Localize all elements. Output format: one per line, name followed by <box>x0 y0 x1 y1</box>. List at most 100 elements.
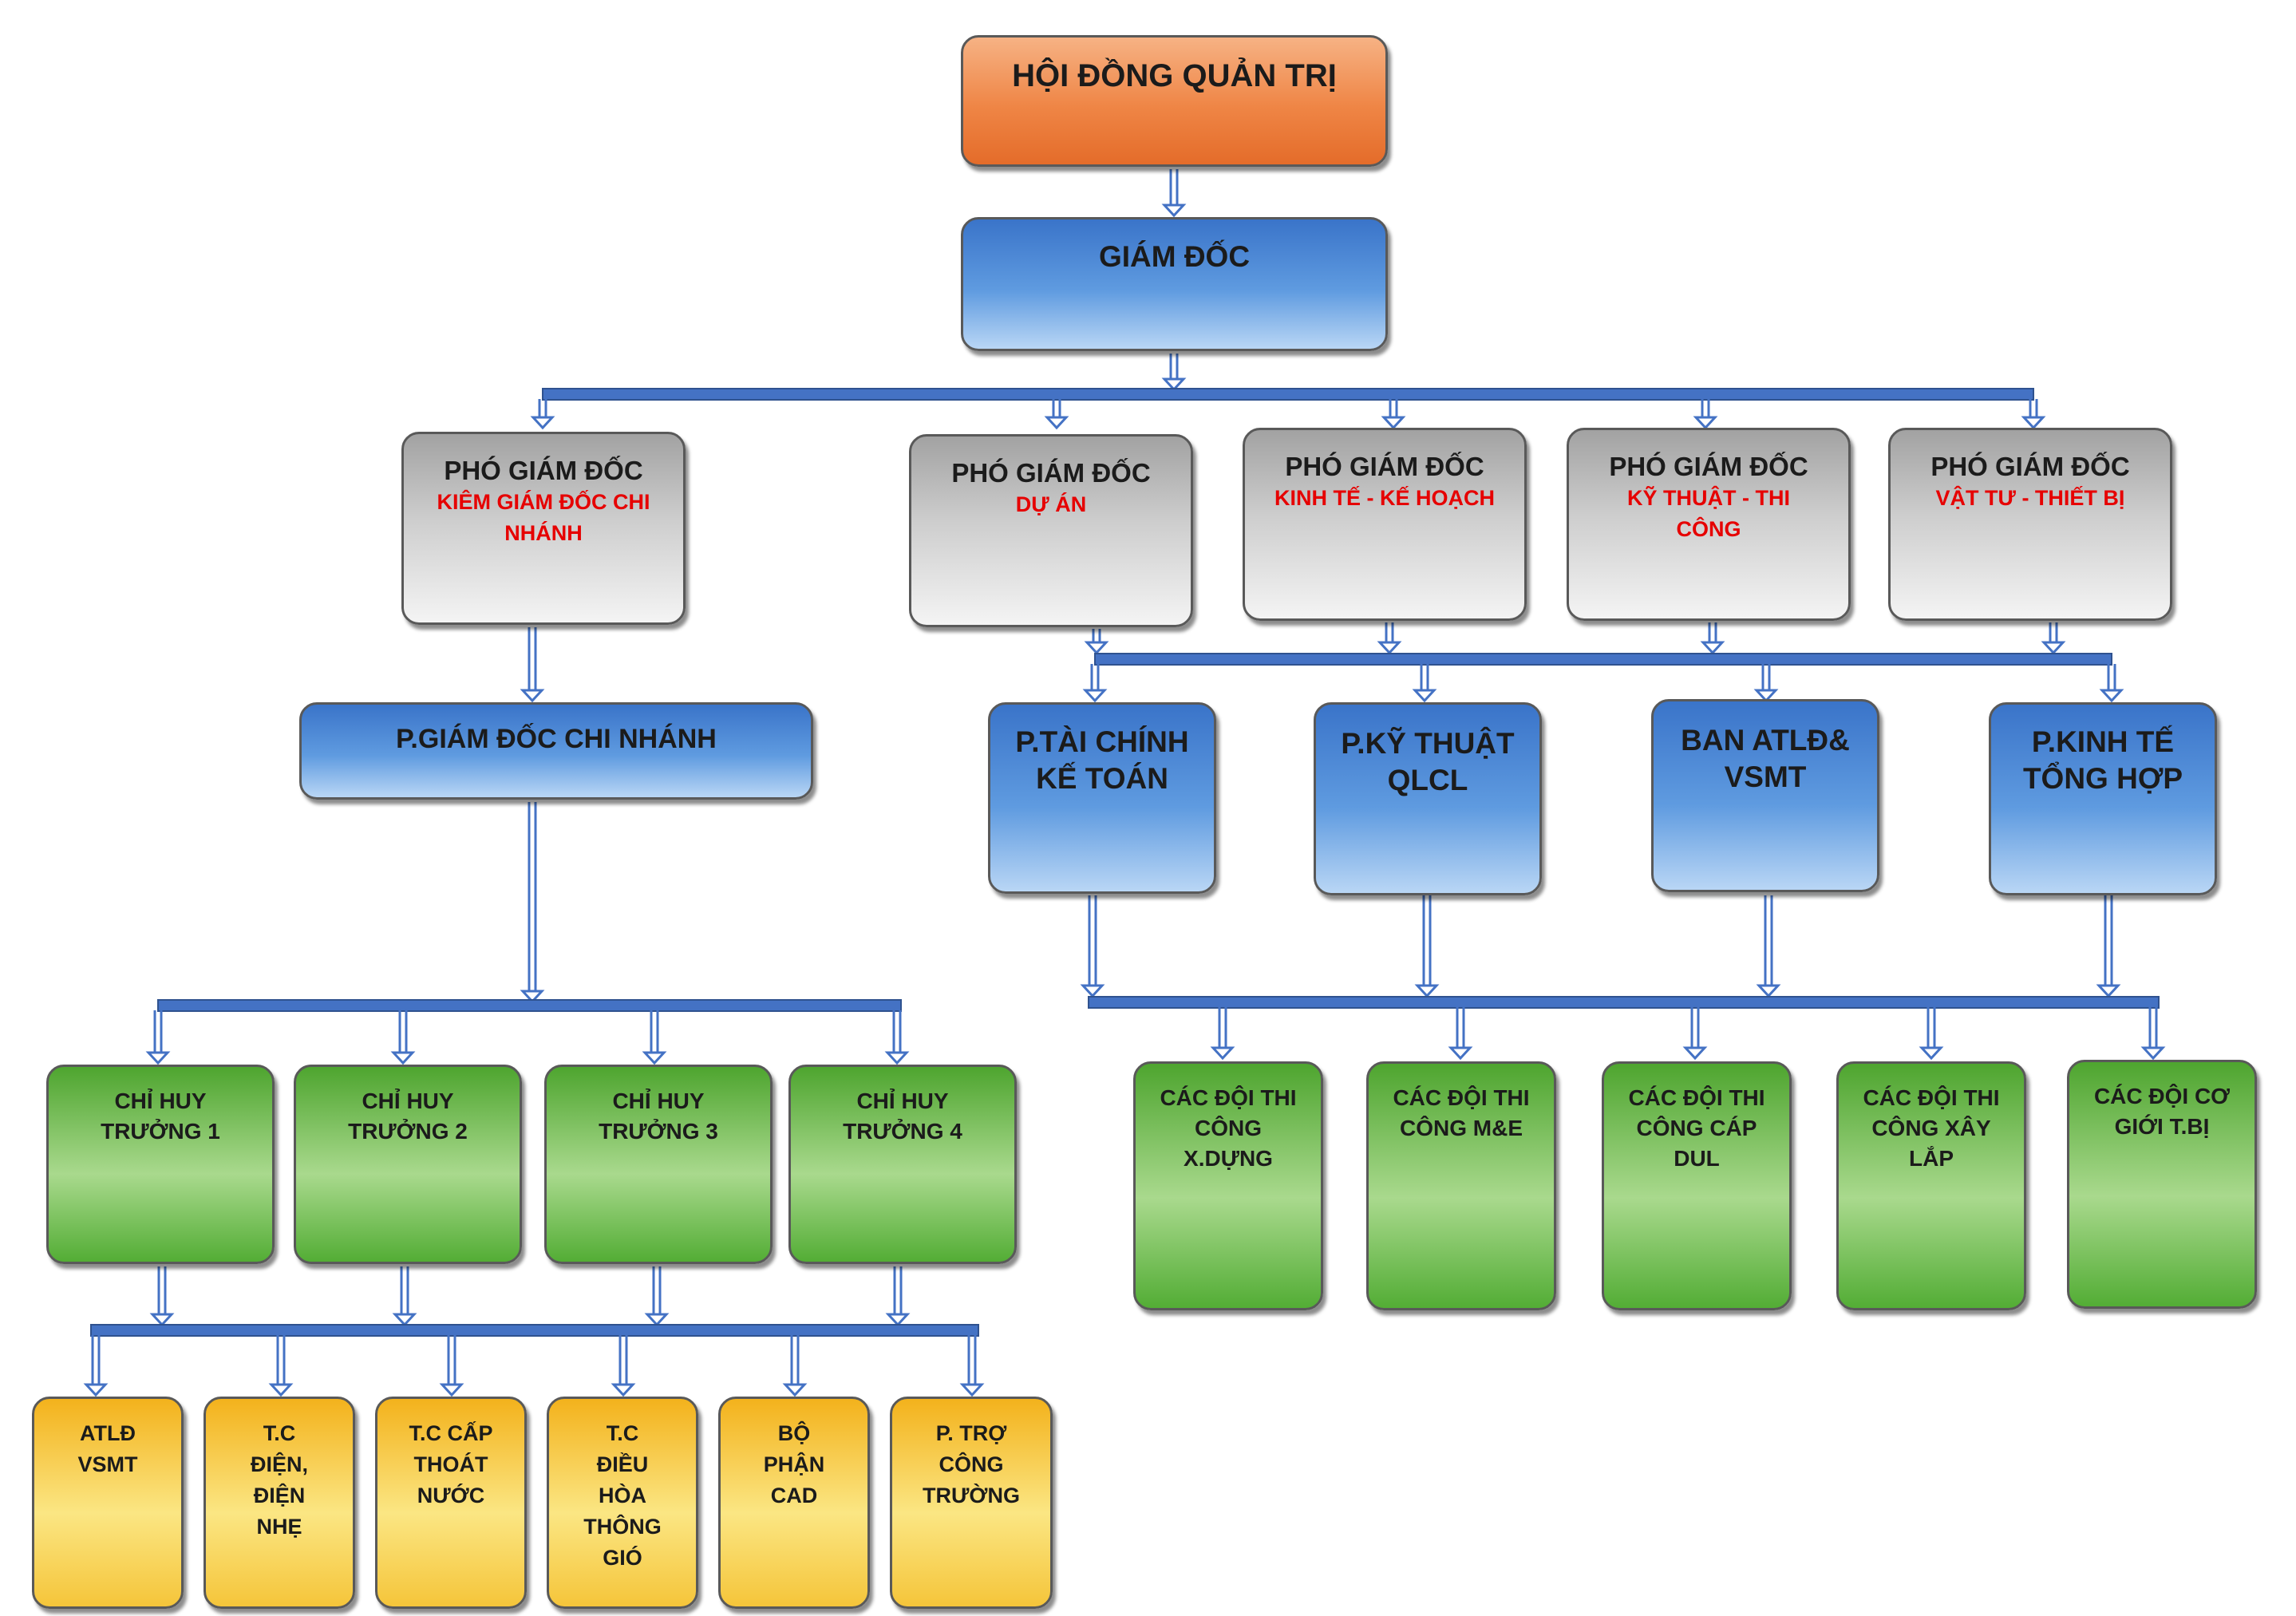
deputy-title: PHÓ GIÁM ĐỐC <box>951 458 1151 488</box>
connector-arrow <box>2021 399 2046 430</box>
deputy-title: PHÓ GIÁM ĐỐC <box>444 456 643 485</box>
unit-label: T.C ĐIỀU HÒA THÔNG GIÓ <box>583 1421 662 1570</box>
connector-arrow <box>1161 169 1187 218</box>
connector-arrow <box>1161 354 1187 392</box>
connector-arrow <box>782 1335 808 1397</box>
team-label: CÁC ĐỘI THI CÔNG M&E <box>1393 1085 1530 1140</box>
connector-arrow <box>149 1266 175 1327</box>
connector-arrow <box>1919 1007 1944 1061</box>
connector-arrow <box>1753 664 1779 703</box>
connector-arrow <box>885 1266 911 1327</box>
unit-label: P. TRỢ CÔNG TRƯỜNG <box>923 1421 1020 1507</box>
commander-label: CHỈ HUY TRƯỞNG 4 <box>843 1089 962 1144</box>
deputy-director-branch-box[interactable]: PHÓ GIÁM ĐỐC KIÊM GIÁM ĐỐC CHI NHÁNH <box>401 432 686 625</box>
connector-arrow <box>1700 622 1725 655</box>
connector-arrow <box>520 802 545 1004</box>
connector-arrow <box>1448 1007 1473 1061</box>
deputy-title: PHÓ GIÁM ĐỐC <box>1285 452 1484 481</box>
department-economics-box[interactable]: P.KINH TẾ TỔNG HỢP <box>1989 702 2217 895</box>
branch-deputy-box[interactable]: P.GIÁM ĐỐC CHI NHÁNH <box>299 702 813 800</box>
connector-arrow <box>1084 629 1109 655</box>
connector-bus <box>1094 653 2112 666</box>
commander-label: CHỈ HUY TRƯỞNG 2 <box>348 1089 468 1144</box>
connector-arrow <box>1693 399 1718 430</box>
deputy-director-economics-box[interactable]: PHÓ GIÁM ĐỐC KINH TẾ - KẾ HOẠCH <box>1243 428 1527 621</box>
team-label: CÁC ĐỘI CƠ GIỚI T.BỊ <box>2093 1084 2231 1139</box>
unit-electrical-box[interactable]: T.C ĐIỆN, ĐIỆN NHẸ <box>204 1397 355 1609</box>
unit-cad-box[interactable]: BỘ PHẬN CAD <box>718 1397 870 1609</box>
connector-arrow <box>145 1010 171 1065</box>
site-commander-1-box[interactable]: CHỈ HUY TRƯỞNG 1 <box>46 1065 275 1264</box>
connector-arrow <box>1381 399 1406 430</box>
deputy-subtitle: DỰ ÁN <box>1015 492 1087 516</box>
department-label: BAN ATLĐ& VSMT <box>1681 724 1850 793</box>
connector-arrow <box>1044 399 1069 430</box>
deputy-subtitle: KINH TẾ - KẾ HOẠCH <box>1274 486 1495 510</box>
connector-bus <box>1088 996 2160 1009</box>
connector-arrow <box>1412 664 1437 703</box>
connector-arrow <box>884 1010 910 1065</box>
connector-arrow <box>1414 895 1440 998</box>
unit-label: BỘ PHẬN CAD <box>763 1421 825 1507</box>
connector-arrow <box>1082 664 1108 703</box>
deputy-title: PHÓ GIÁM ĐỐC <box>1609 452 1808 481</box>
board-of-directors-label: HỘI ĐỒNG QUẢN TRỊ <box>1012 58 1337 93</box>
unit-label: T.C ĐIỆN, ĐIỆN NHẸ <box>250 1421 308 1539</box>
department-technical-box[interactable]: P.KỸ THUẬT QLCL <box>1314 702 1542 895</box>
deputy-subtitle: VẬT TƯ - THIẾT BỊ <box>1935 486 2125 510</box>
connector-arrow <box>642 1010 667 1065</box>
connector-arrow <box>959 1335 985 1397</box>
deputy-director-technical-box[interactable]: PHÓ GIÁM ĐỐC KỸ THUẬT - THI CÔNG <box>1567 428 1851 621</box>
team-cable-box[interactable]: CÁC ĐỘI THI CÔNG CÁP DUL <box>1602 1061 1792 1310</box>
team-label: CÁC ĐỘI THI CÔNG XÂY LẮP <box>1863 1085 2000 1171</box>
unit-safety-box[interactable]: ATLĐ VSMT <box>32 1397 184 1609</box>
branch-deputy-label: P.GIÁM ĐỐC CHI NHÁNH <box>396 724 717 754</box>
deputy-subtitle: KỸ THUẬT - THI CÔNG <box>1627 486 1790 541</box>
department-label: P.TÀI CHÍNH KẾ TOÁN <box>1015 725 1189 795</box>
connector-arrow <box>520 627 545 703</box>
department-finance-box[interactable]: P.TÀI CHÍNH KẾ TOÁN <box>988 702 1216 894</box>
director-box[interactable]: GIÁM ĐỐC <box>961 217 1388 351</box>
connector-bus <box>157 999 902 1012</box>
department-label: P.KINH TẾ TỔNG HỢP <box>2022 725 2183 795</box>
connector-arrow <box>390 1010 416 1065</box>
deputy-director-project-box[interactable]: PHÓ GIÁM ĐỐC DỰ ÁN <box>909 434 1193 627</box>
unit-label: T.C CẤP THOÁT NƯỚC <box>409 1421 493 1507</box>
connector-arrow <box>2041 622 2066 655</box>
team-building-box[interactable]: CÁC ĐỘI THI CÔNG XÂY LẮP <box>1836 1061 2026 1310</box>
connector-arrow <box>1682 1007 1708 1061</box>
connector-arrow <box>1080 895 1105 998</box>
connector-arrow <box>268 1335 294 1397</box>
connector-arrow <box>530 399 555 430</box>
unit-label: ATLĐ VSMT <box>77 1421 138 1476</box>
connector-arrow <box>1377 622 1402 655</box>
connector-bus <box>542 388 2034 401</box>
department-safety-box[interactable]: BAN ATLĐ& VSMT <box>1651 699 1879 892</box>
site-commander-4-box[interactable]: CHỈ HUY TRƯỞNG 4 <box>788 1065 1017 1264</box>
deputy-director-supplies-box[interactable]: PHÓ GIÁM ĐỐC VẬT TƯ - THIẾT BỊ <box>1888 428 2172 621</box>
connector-arrow <box>83 1335 109 1397</box>
team-label: CÁC ĐỘI THI CÔNG X.DỰNG <box>1160 1085 1297 1171</box>
connector-arrow <box>644 1266 670 1327</box>
connector-arrow <box>611 1335 636 1397</box>
connector-bus <box>90 1324 979 1337</box>
deputy-title: PHÓ GIÁM ĐỐC <box>1930 452 2130 481</box>
connector-arrow <box>1210 1007 1235 1061</box>
deputy-subtitle: KIÊM GIÁM ĐỐC CHI NHÁNH <box>437 490 650 545</box>
connector-arrow <box>2140 1007 2166 1061</box>
connector-arrow <box>439 1335 464 1397</box>
commander-label: CHỈ HUY TRƯỞNG 1 <box>101 1089 220 1144</box>
commander-label: CHỈ HUY TRƯỞNG 3 <box>599 1089 718 1144</box>
site-commander-3-box[interactable]: CHỈ HUY TRƯỞNG 3 <box>544 1065 773 1264</box>
team-machinery-box[interactable]: CÁC ĐỘI CƠ GIỚI T.BỊ <box>2067 1060 2257 1309</box>
team-mep-box[interactable]: CÁC ĐỘI THI CÔNG M&E <box>1366 1061 1556 1310</box>
unit-hvac-box[interactable]: T.C ĐIỀU HÒA THÔNG GIÓ <box>547 1397 698 1609</box>
unit-site-assistant-box[interactable]: P. TRỢ CÔNG TRƯỜNG <box>890 1397 1053 1609</box>
department-label: P.KỸ THUẬT QLCL <box>1341 727 1515 796</box>
board-of-directors-box[interactable]: HỘI ĐỒNG QUẢN TRỊ <box>961 35 1388 167</box>
team-construction-box[interactable]: CÁC ĐỘI THI CÔNG X.DỰNG <box>1133 1061 1323 1310</box>
unit-plumbing-box[interactable]: T.C CẤP THOÁT NƯỚC <box>375 1397 527 1609</box>
team-label: CÁC ĐỘI THI CÔNG CÁP DUL <box>1628 1085 1765 1171</box>
site-commander-2-box[interactable]: CHỈ HUY TRƯỞNG 2 <box>294 1065 522 1264</box>
connector-arrow <box>2096 895 2121 998</box>
